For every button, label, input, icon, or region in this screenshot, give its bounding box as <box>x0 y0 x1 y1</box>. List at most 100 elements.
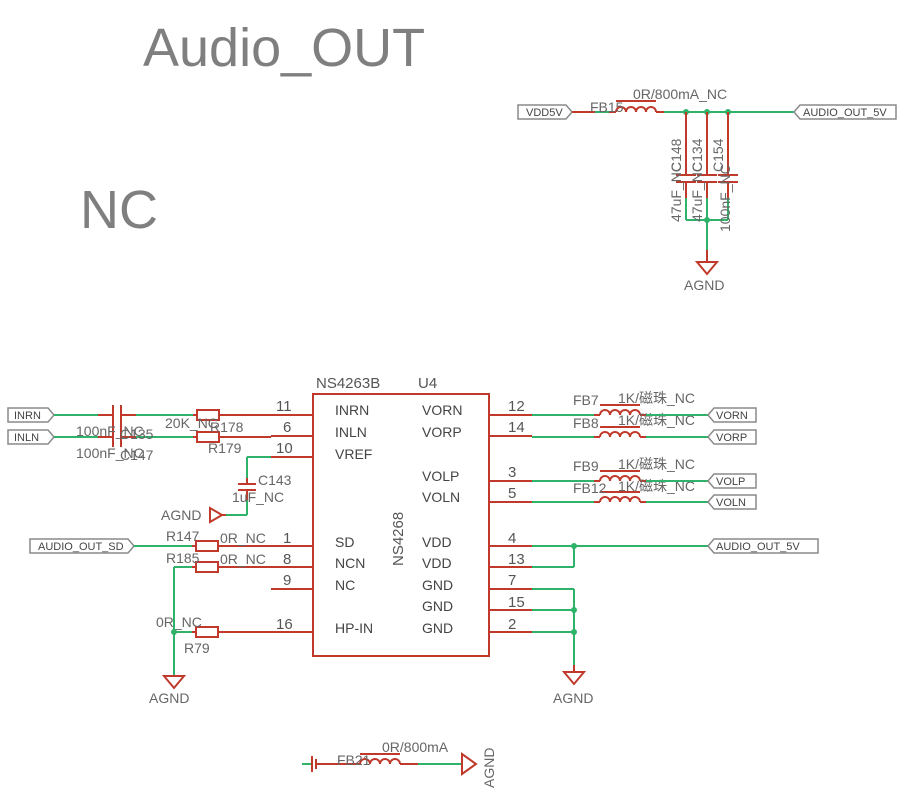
pin-14-num: 14 <box>508 419 525 436</box>
pin-1-num: 1 <box>283 530 291 547</box>
port-audio-out-sd[interactable] <box>29 538 135 554</box>
r147-value: 0R_NC <box>220 530 266 546</box>
r178-ref: R178 <box>210 419 244 435</box>
fb7-ref: FB7 <box>573 392 599 408</box>
pin-11-name: INRN <box>335 402 369 418</box>
port-audio-out-5v-top-label: AUDIO_OUT_5V <box>803 107 887 119</box>
port-volp-label: VOLP <box>716 476 745 488</box>
chip-body-label: NS4268 <box>390 512 407 566</box>
sheet-title: Audio_OUT <box>143 18 425 78</box>
r178-value: 20K_NC <box>165 415 218 431</box>
output-section: FB7 1K/磁珠_NC FB8 1K/磁珠_NC FB9 1K/磁珠_NC F… <box>532 390 819 706</box>
pin-5-num: 5 <box>508 485 516 502</box>
fb9-bead <box>594 470 646 482</box>
pin-2-name: GND <box>422 620 453 636</box>
pin-16-num: 16 <box>276 616 293 633</box>
port-audio-out-5v-label: AUDIO_OUT_5V <box>716 541 800 553</box>
port-vorn[interactable] <box>707 407 757 423</box>
c143-value: 1uF_NC <box>232 489 284 505</box>
pin-12-num: 12 <box>508 398 525 415</box>
port-vdd5v-label: VDD5V <box>526 107 563 119</box>
fb8-ref: FB8 <box>573 415 599 431</box>
pin-10-name: VREF <box>335 446 372 462</box>
pin-4-num: 4 <box>508 530 516 547</box>
pin-3-num: 3 <box>508 464 516 481</box>
pin-13-num: 13 <box>508 551 525 568</box>
port-inln-label: INLN <box>14 432 39 444</box>
ground-icon-chip <box>561 671 587 686</box>
pin-8-num: 8 <box>283 551 291 568</box>
fb21-ref: FB21 <box>337 752 371 768</box>
ground-icon-left <box>161 675 187 690</box>
chip-part: NS4263B <box>316 375 380 392</box>
r179-ref: R179 <box>208 440 242 456</box>
port-vorp[interactable] <box>707 429 757 445</box>
port-vorn-label: VORN <box>716 410 748 422</box>
pin-15-name: GND <box>422 598 453 614</box>
fb15-inductor-icon <box>615 106 657 113</box>
pin-6-num: 6 <box>283 419 291 436</box>
ground-label-top: AGND <box>684 277 724 293</box>
pin-11-num: 11 <box>276 398 292 415</box>
pin-16-name: HP-IN <box>335 620 373 636</box>
port-audio-out-5v-top[interactable] <box>793 104 897 120</box>
ground-icon-bottom <box>461 752 478 776</box>
amplifier-chip: NS4263B U4 NS4268 11 INRN 6 INLN 10 VREF… <box>271 375 532 657</box>
pin-9-num: 9 <box>283 572 291 589</box>
pin-5-name: VOLN <box>422 489 460 505</box>
pin-13-name: VDD <box>422 555 452 571</box>
nc-label: NC <box>80 180 158 240</box>
port-inrn[interactable] <box>7 407 55 423</box>
fb15-value: 0R/800mA_NC <box>633 86 727 102</box>
fb7-value: 1K/磁珠_NC <box>618 390 695 406</box>
fb21-value: 0R/800mA <box>382 739 449 755</box>
fb9-value: 1K/磁珠_NC <box>618 456 695 472</box>
fb8-bead <box>594 426 646 438</box>
pin-9-name: NC <box>335 577 355 593</box>
input-section: INRN INLN 100nF_NC C135 100nF_NC C147 20… <box>7 405 292 706</box>
port-vorp-label: VORP <box>716 432 747 444</box>
ground-label-vref: AGND <box>161 507 201 523</box>
ground-label-bottom: AGND <box>481 748 497 788</box>
r185-value: 0R_NC <box>220 551 266 567</box>
c134-ref: C134 <box>689 138 705 172</box>
chip-ref: U4 <box>418 375 437 392</box>
port-volp[interactable] <box>707 473 757 489</box>
c154-ref: C154 <box>710 138 726 172</box>
ground-icon-vref <box>209 506 224 524</box>
c135-value: 100nF_NC <box>76 423 144 439</box>
c148-ref: C148 <box>668 138 684 172</box>
pin-15-num: 15 <box>508 594 525 611</box>
c154-value: 100nF_NC <box>717 164 733 232</box>
pin-8-name: NCN <box>335 555 365 571</box>
pin-2-num: 2 <box>508 616 516 633</box>
fb21-inductor-icon <box>359 758 401 765</box>
chip-body <box>312 393 490 657</box>
r185-ref: R185 <box>166 550 200 566</box>
power-filter-section: VDD5V FB15 0R/800mA_NC AUDIO_OUT_5V <box>517 86 897 293</box>
c147-value: 100nF_NC <box>76 445 144 461</box>
pin-1-name: SD <box>335 534 354 550</box>
port-inrn-label: INRN <box>14 410 41 422</box>
pin-14-name: VORP <box>422 424 462 440</box>
ground-label-left: AGND <box>149 690 189 706</box>
pin-7-name: GND <box>422 577 453 593</box>
port-vdd5v[interactable] <box>517 104 573 120</box>
pin-10-num: 10 <box>276 440 293 457</box>
ground-label-chip: AGND <box>553 690 593 706</box>
port-inln[interactable] <box>7 429 55 445</box>
fb12-bead <box>594 491 646 503</box>
pin-7-num: 7 <box>508 572 516 589</box>
port-audio-out-5v[interactable] <box>707 538 819 554</box>
port-audio-out-sd-label: AUDIO_OUT_SD <box>38 541 124 553</box>
fb7-bead <box>594 404 646 416</box>
port-voln-label: VOLN <box>716 497 746 509</box>
pin-6-name: INLN <box>335 424 367 440</box>
pin-12-name: VORN <box>422 402 462 418</box>
ground-icon-top <box>694 261 720 276</box>
r79-value: 0R_NC <box>156 614 202 630</box>
c148-value: 47uF_NC <box>668 162 684 222</box>
r147-ref: R147 <box>166 528 200 544</box>
port-voln[interactable] <box>707 494 757 510</box>
